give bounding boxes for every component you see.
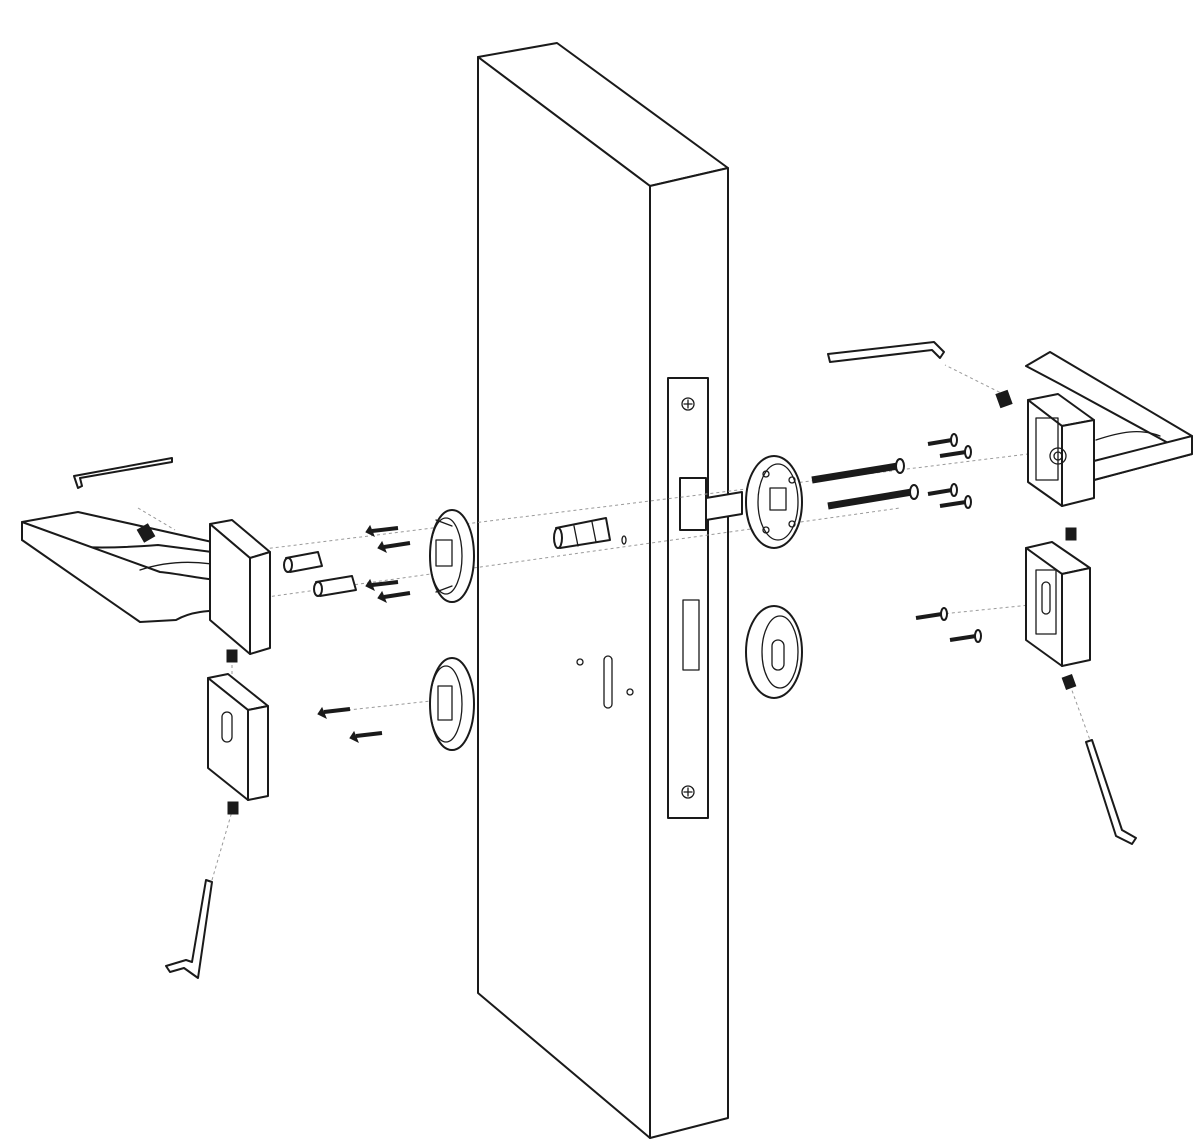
lever-groove — [1095, 431, 1161, 441]
wood-screw — [365, 578, 399, 592]
wood-screw — [949, 629, 982, 643]
wood-screws-right-lower — [915, 607, 982, 643]
spacer-tube-left-upper — [283, 551, 323, 573]
rose-side — [249, 551, 271, 655]
lever-end — [1089, 435, 1193, 481]
grub-screw — [136, 523, 156, 543]
escutcheon-side — [1061, 567, 1091, 667]
forend-screw-bottom — [681, 785, 695, 799]
deadbolt-slot — [682, 599, 700, 671]
door-front-face — [477, 56, 651, 1139]
escutcheon-front — [1025, 547, 1063, 667]
wood-screws-left-lower — [317, 706, 383, 744]
key-slot — [221, 711, 233, 743]
escutcheon-inner — [1035, 569, 1057, 635]
mortise-lock — [667, 377, 743, 819]
door-keyhole-slot — [603, 655, 613, 709]
allen-key — [1085, 739, 1137, 845]
rose-front — [209, 523, 251, 655]
key-escutcheon-right — [1025, 541, 1091, 667]
lock-forend-plate — [667, 377, 709, 819]
through-bolt-lower — [827, 484, 919, 510]
escutcheon-side — [247, 705, 269, 801]
latch-bolt — [679, 477, 707, 531]
grub-screw — [995, 389, 1013, 409]
door-hole — [626, 688, 634, 696]
through-bolt-upper — [811, 458, 905, 484]
key-slot — [1041, 581, 1051, 615]
escutcheon-front — [207, 677, 249, 801]
wood-screws-right-upper — [927, 433, 972, 509]
wood-screw — [317, 706, 351, 720]
wood-screw — [939, 495, 972, 509]
wood-screw — [377, 590, 411, 604]
forend-screw-top — [681, 397, 695, 411]
key-escutcheon-left — [207, 673, 269, 801]
spacer-tube-left-lower — [313, 575, 357, 597]
lever-handle-right — [1025, 351, 1193, 507]
grub-screw — [1065, 527, 1077, 541]
allen-key-left-top — [73, 457, 173, 489]
allen-key-right-top — [827, 341, 945, 363]
square-spindle — [553, 517, 627, 549]
grub-screw — [227, 801, 239, 815]
latch-extension — [705, 491, 743, 521]
rose-spindle-hub — [1049, 447, 1067, 465]
lever-handle-left — [21, 511, 271, 655]
allen-key — [827, 341, 945, 363]
wood-screw — [377, 540, 411, 554]
wood-screw — [349, 730, 383, 744]
rose-inner — [1035, 417, 1059, 481]
allen-key — [73, 457, 173, 489]
allen-key-left-bottom — [165, 879, 213, 979]
wood-screw — [915, 607, 948, 621]
wood-screw — [939, 445, 972, 459]
door-hole — [576, 658, 584, 666]
wood-screws-left-upper — [365, 524, 411, 604]
rose-base-plate-right-upper — [745, 455, 803, 549]
rose-side — [1061, 419, 1095, 507]
allen-key — [165, 879, 213, 979]
allen-key-right-bottom — [1085, 739, 1137, 845]
rose-base-plate-left-upper — [429, 509, 475, 603]
rose-base-plate-right-lower — [745, 605, 803, 699]
wood-screw — [365, 524, 399, 538]
grub-screw — [1061, 674, 1077, 690]
wood-screw — [927, 433, 958, 447]
grub-screw — [226, 649, 238, 663]
wood-screw — [927, 483, 958, 497]
rose-base-plate-left-lower — [429, 657, 475, 751]
